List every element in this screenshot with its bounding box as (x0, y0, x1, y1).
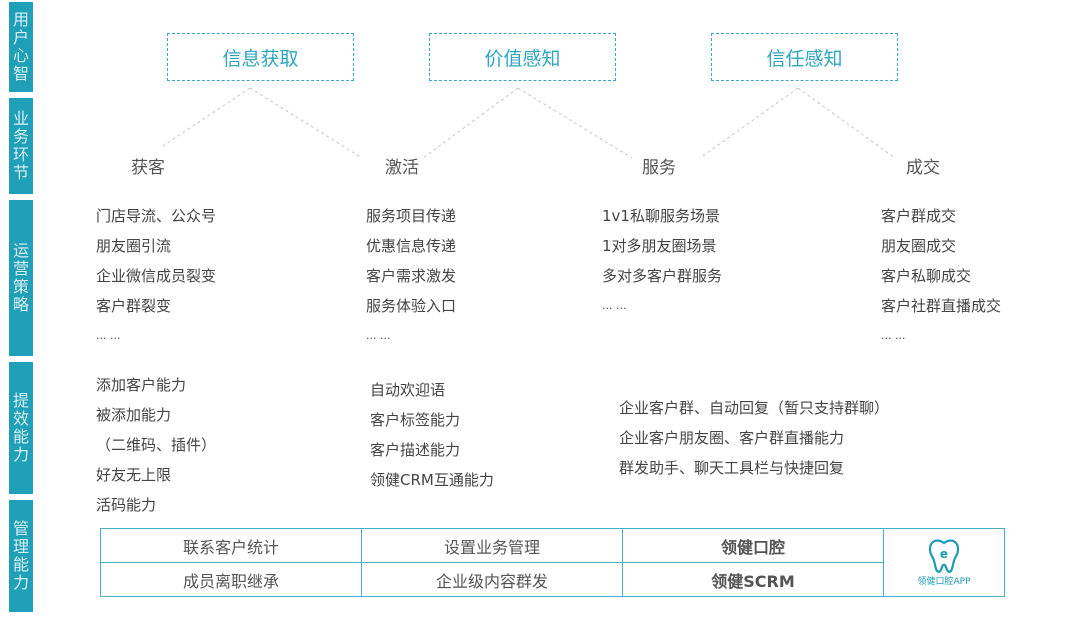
cell-business-settings: 设置业务管理 (361, 528, 623, 563)
capability-col-activate: 自动欢迎语 客户标签能力 客户描述能力 领健CRM互通能力 (370, 375, 494, 495)
table-row: 成员离职继承 企业级内容群发 领健SCRM (100, 562, 1005, 597)
sidebar-tab-operation-strategy: 运营策略 (9, 200, 33, 356)
list-item: 客户社群直播成交 (881, 297, 1002, 315)
list-item: 客户描述能力 (370, 441, 461, 459)
box-label: 价值感知 (484, 47, 561, 70)
list-item: 客户私聊成交 (881, 267, 972, 285)
list-item: 添加客户能力 (96, 376, 187, 394)
logo-caption: 领健口腔APP (917, 577, 971, 587)
box-value-perception: 价值感知 (429, 33, 616, 81)
connector-line (797, 87, 896, 159)
list-item: 服务体验入口 (366, 297, 457, 315)
list-item: 客户群成交 (881, 207, 957, 225)
strategy-col-deal: 客户群成交 朋友圈成交 客户私聊成交 客户社群直播成交 ... ... (881, 201, 1001, 351)
sidebar-tab-business-stage: 业务环节 (9, 98, 33, 194)
sidebar-tab-efficiency: 提效能力 (9, 362, 33, 494)
list-item: 多对多客户群服务 (602, 267, 723, 285)
cell-member-handover: 成员离职继承 (100, 562, 362, 597)
list-item: 企业客户朋友圈、客户群直播能力 (619, 429, 845, 447)
tooth-logo-icon: e (884, 538, 1004, 574)
sidebar-tab-user-mind: 用户心智 (9, 2, 33, 92)
list-item: 群发助手、聊天工具栏与快捷回复 (619, 459, 845, 477)
list-item: 客户群裂变 (96, 297, 172, 315)
sidebar-tab-label: 管理能力 (12, 519, 29, 592)
list-item: 领健CRM互通能力 (370, 471, 494, 489)
brand-name-cell: 领健口腔 (622, 528, 884, 563)
connector-line (422, 87, 519, 159)
list-item: 好友无上限 (96, 466, 172, 484)
cell-contact-stats: 联系客户统计 (100, 528, 362, 563)
box-label: 信任感知 (766, 47, 843, 70)
list-item: 企业微信成员裂变 (96, 267, 217, 285)
connector-line (159, 87, 251, 149)
stage-service: 服务 (642, 158, 676, 178)
connector-line (699, 87, 799, 159)
list-item: （二维码、插件） (96, 436, 217, 454)
strategy-col-service: 1v1私聊服务场景 1对多朋友圈场景 多对多客户群服务 ... ... (602, 201, 722, 321)
svg-text:e: e (940, 547, 948, 561)
list-item: 朋友圈成交 (881, 237, 957, 255)
list-item: ... ... (366, 329, 391, 342)
list-item: 自动欢迎语 (370, 381, 446, 399)
stage-acquire: 获客 (131, 158, 165, 178)
capability-col-acquire: 添加客户能力 被添加能力 （二维码、插件） 好友无上限 活码能力 (96, 370, 216, 520)
logo-cell: e 领健口腔APP (883, 528, 1005, 597)
connector-line (249, 87, 363, 159)
list-item: ... ... (602, 299, 627, 312)
sidebar-tab-label: 业务环节 (12, 109, 29, 182)
strategy-col-activate: 服务项目传递 优惠信息传递 客户需求激发 服务体验入口 ... ... (366, 201, 456, 351)
list-item: 朋友圈引流 (96, 237, 172, 255)
connector-line (517, 87, 633, 159)
list-item: 服务项目传递 (366, 207, 457, 225)
box-trust-perception: 信任感知 (711, 33, 898, 81)
list-item: 客户需求激发 (366, 267, 457, 285)
list-item: 1v1私聊服务场景 (602, 207, 720, 225)
box-info-acquisition: 信息获取 (167, 33, 354, 81)
stage-deal: 成交 (906, 158, 940, 178)
capability-col-service-deal: 企业客户群、自动回复（暂只支持群聊） 企业客户朋友圈、客户群直播能力 群发助手、… (619, 393, 889, 483)
cell-content-broadcast: 企业级内容群发 (361, 562, 623, 597)
sidebar-tab-label: 提效能力 (12, 391, 29, 464)
list-item: 优惠信息传递 (366, 237, 457, 255)
box-label: 信息获取 (222, 47, 299, 70)
strategy-col-acquire: 门店导流、公众号 朋友圈引流 企业微信成员裂变 客户群裂变 ... ... (96, 201, 216, 351)
sidebar-tab-label: 用户心智 (12, 10, 29, 83)
sidebar-tab-label: 运营策略 (12, 241, 29, 314)
stage-activate: 激活 (385, 158, 419, 178)
list-item: 门店导流、公众号 (96, 207, 217, 225)
list-item: 活码能力 (96, 496, 157, 514)
sidebar-tab-management: 管理能力 (9, 500, 33, 612)
list-item: ... ... (96, 329, 121, 342)
list-item: 1对多朋友圈场景 (602, 237, 717, 255)
list-item: 企业客户群、自动回复（暂只支持群聊） (619, 399, 890, 417)
brand-scrm-cell: 领健SCRM (622, 562, 884, 597)
list-item: 客户标签能力 (370, 411, 461, 429)
management-table: 联系客户统计 设置业务管理 领健口腔 e 领健口腔APP 成员离职继承 企业级内… (100, 528, 1005, 597)
list-item: ... ... (881, 329, 906, 342)
list-item: 被添加能力 (96, 406, 172, 424)
table-row: 联系客户统计 设置业务管理 领健口腔 e 领健口腔APP (100, 528, 1005, 597)
